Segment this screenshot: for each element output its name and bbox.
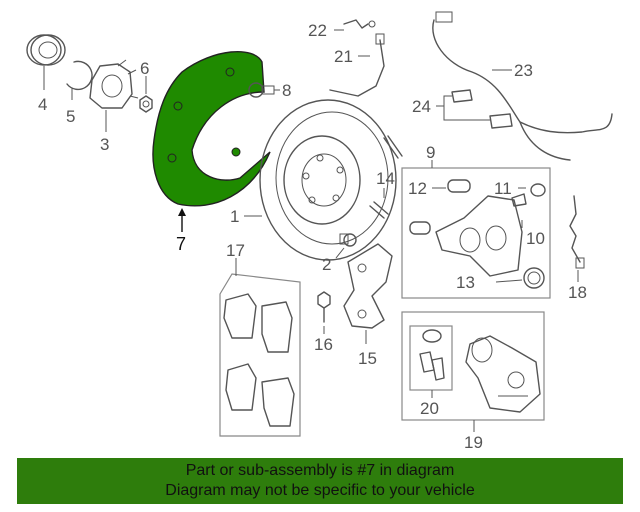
part-23-wire-harness bbox=[432, 11, 613, 161]
label-18: 18 bbox=[568, 283, 587, 302]
part-17-brake-pads bbox=[219, 258, 301, 437]
banner-part-line: Part or sub-assembly is #7 in diagram bbox=[185, 462, 455, 479]
label-20: 20 bbox=[420, 399, 439, 418]
label-13: 13 bbox=[456, 273, 475, 292]
part-18-wear-sensor bbox=[569, 195, 585, 282]
part-1-brake-rotor bbox=[244, 99, 397, 261]
part-4-bearing bbox=[26, 34, 66, 90]
part-16-bolt bbox=[317, 291, 331, 334]
part-19-actuator bbox=[401, 311, 545, 432]
part-5-snap-ring bbox=[66, 60, 93, 100]
label-11: 11 bbox=[494, 179, 512, 198]
label-12: 12 bbox=[408, 179, 427, 198]
info-banner: Part or sub-assembly is #7 in diagram Di… bbox=[17, 458, 623, 504]
label-14: 14 bbox=[376, 169, 395, 188]
banner-disclaimer-line: Diagram may not be specific to your vehi… bbox=[165, 482, 475, 499]
label-4: 4 bbox=[38, 95, 47, 114]
label-21: 21 bbox=[334, 47, 353, 66]
part-3-hub bbox=[89, 59, 139, 132]
label-8: 8 bbox=[282, 81, 291, 100]
part-2-bolt bbox=[335, 233, 357, 259]
part-6-nut bbox=[139, 76, 153, 113]
label-22: 22 bbox=[308, 21, 327, 40]
label-15: 15 bbox=[358, 349, 377, 368]
label-24: 24 bbox=[412, 97, 431, 116]
label-10: 10 bbox=[526, 229, 545, 248]
parts-diagram: 4 5 3 6 7 8 1 2 14 15 16 17 22 21 23 24 … bbox=[26, 11, 613, 452]
label-23: 23 bbox=[514, 61, 533, 80]
label-5: 5 bbox=[66, 107, 75, 126]
label-7: 7 bbox=[176, 234, 186, 254]
label-19: 19 bbox=[464, 433, 483, 452]
label-6: 6 bbox=[140, 59, 149, 78]
part-8-bolt bbox=[248, 82, 280, 98]
label-2: 2 bbox=[322, 255, 331, 274]
label-3: 3 bbox=[100, 135, 109, 154]
label-9: 9 bbox=[426, 143, 435, 162]
part-14-guide-pins bbox=[369, 135, 403, 219]
label-1: 1 bbox=[230, 207, 239, 226]
part-21-abs-sensor bbox=[329, 33, 385, 97]
part-20-seal-kit bbox=[409, 325, 453, 398]
part-7-dust-shield bbox=[152, 50, 271, 232]
part-24-brackets bbox=[436, 89, 513, 129]
label-16: 16 bbox=[314, 335, 333, 354]
label-17: 17 bbox=[226, 241, 245, 260]
part-22-clip bbox=[334, 19, 376, 31]
part-9-caliper-assembly bbox=[401, 160, 551, 299]
part-15-caliper-bracket bbox=[343, 243, 393, 344]
